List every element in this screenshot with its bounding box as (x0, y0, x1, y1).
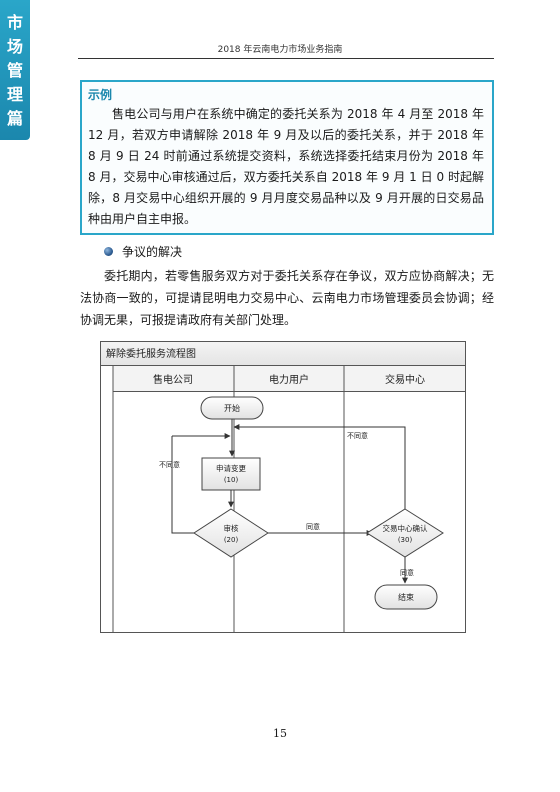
review-node (193, 508, 269, 558)
confirm-node-code: (30) (398, 536, 413, 544)
header-rule (78, 58, 494, 59)
flowchart-title: 解除委托服务流程图 (106, 347, 196, 360)
example-title: 示例 (88, 88, 113, 102)
bullet-icon (104, 247, 113, 256)
flowchart: 解除委托服务流程图 售电公司 电力用户 交易中心 开始 申请变更 (10) 审核… (100, 341, 466, 633)
apply-node-label: 申请变更 (216, 463, 246, 473)
page-number: 15 (273, 727, 287, 740)
edge-label-reject-top: 不同意 (347, 431, 368, 440)
section-body: 委托期内，若零售服务双方对于委托关系存在争议，双方应协商解决；无法协商一致的，可… (80, 269, 494, 327)
confirm-node-label: 交易中心确认 (383, 523, 428, 533)
review-node-label: 审核 (224, 523, 239, 533)
example-box: 示例 售电公司与用户在系统中确定的委托关系为 2018 年 4 月至 2018 … (80, 80, 494, 235)
edge-label-agree-mid: 同意 (306, 522, 320, 531)
edge-label-agree-down: 同意 (400, 568, 414, 577)
side-tab-char: 管 (6, 61, 23, 80)
side-tab-char: 场 (6, 37, 23, 56)
end-node (374, 584, 438, 610)
running-header: 2018 年云南电力市场业务指南 (217, 45, 343, 55)
review-node-code: (20) (224, 536, 239, 544)
edge-confirm-reject (233, 424, 406, 509)
edge-review-reject (171, 436, 194, 534)
start-node-label: 开始 (224, 403, 240, 413)
apply-node-code: (10) (224, 476, 239, 484)
section-title: 争议的解决 (122, 245, 183, 259)
side-tab-char: 市 (6, 13, 23, 32)
lane-label-exchange: 交易中心 (385, 373, 425, 386)
lane-label-retailer: 售电公司 (153, 373, 193, 386)
apply-node (201, 457, 261, 491)
section-side-tab: 市 场 管 理 篇 (0, 0, 30, 140)
example-text: 售电公司与用户在系统中确定的委托关系为 2018 年 4 月至 2018 年 1… (88, 107, 484, 226)
side-tab-char: 篇 (6, 109, 23, 128)
lane-label-user: 电力用户 (269, 373, 309, 386)
edge-label-reject-left: 不同意 (159, 460, 180, 469)
side-tab-char: 理 (6, 85, 23, 104)
end-node-label: 结束 (398, 592, 414, 602)
